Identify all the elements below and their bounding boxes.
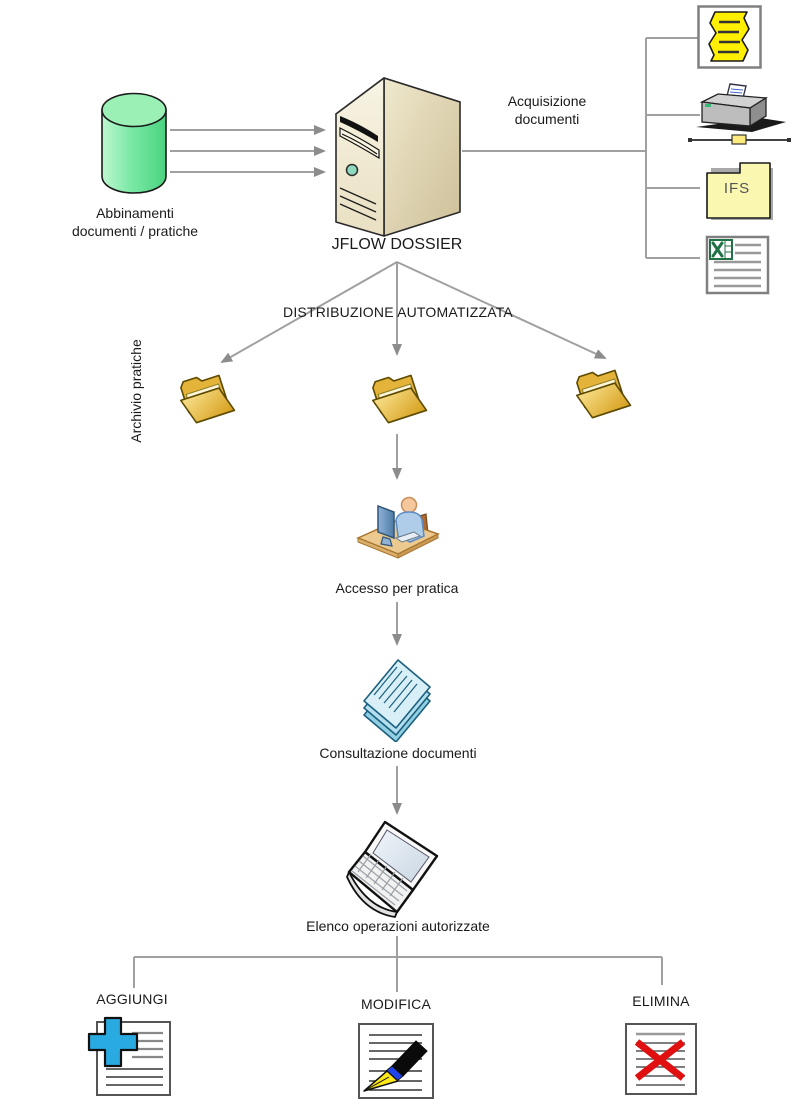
acquisition-label: Acquisizione documenti (487, 92, 607, 128)
archive-label: Archivio pratiche (128, 339, 144, 443)
ifs-folder-label: IFS (723, 180, 751, 197)
open-folder-icon (370, 368, 430, 430)
operations-label: Elenco operazioni autorizzate (306, 918, 490, 934)
open-folder-icon (574, 363, 634, 425)
acquisition-label-line1: Acquisizione (507, 93, 587, 109)
distribution-label: DISTRIBUZIONE AUTOMATIZZATA (283, 304, 513, 320)
fanfold-document-icon (697, 5, 762, 69)
excel-document-icon (705, 235, 770, 295)
access-label: Accesso per pratica (335, 580, 459, 596)
server-tower-icon (332, 72, 464, 242)
person-at-desk-icon (356, 492, 440, 568)
consultation-label: Consultazione documenti (319, 745, 477, 761)
action-edit-label: MODIFICA (360, 996, 432, 1012)
database-label-line2: documenti / pratiche (71, 223, 199, 239)
database-label-line1: Abbinamenti (96, 205, 174, 221)
delete-document-icon (623, 1021, 701, 1097)
acquisition-label-line2: documenti (514, 111, 580, 127)
action-add-label: AGGIUNGI (96, 991, 168, 1007)
database-cylinder-icon (99, 90, 169, 196)
open-folder-icon (178, 368, 238, 430)
documents-stack-icon (360, 658, 434, 742)
add-document-icon (84, 1014, 176, 1100)
edit-document-icon (356, 1021, 436, 1101)
action-delete-label: ELIMINA (632, 993, 690, 1009)
ifs-folder-icon (704, 158, 774, 222)
laptop-icon (345, 820, 449, 918)
printer-icon (688, 82, 792, 148)
server-title: JFLOW DOSSIER (331, 236, 463, 253)
database-label: Abbinamenti documenti / pratiche (30, 204, 240, 240)
